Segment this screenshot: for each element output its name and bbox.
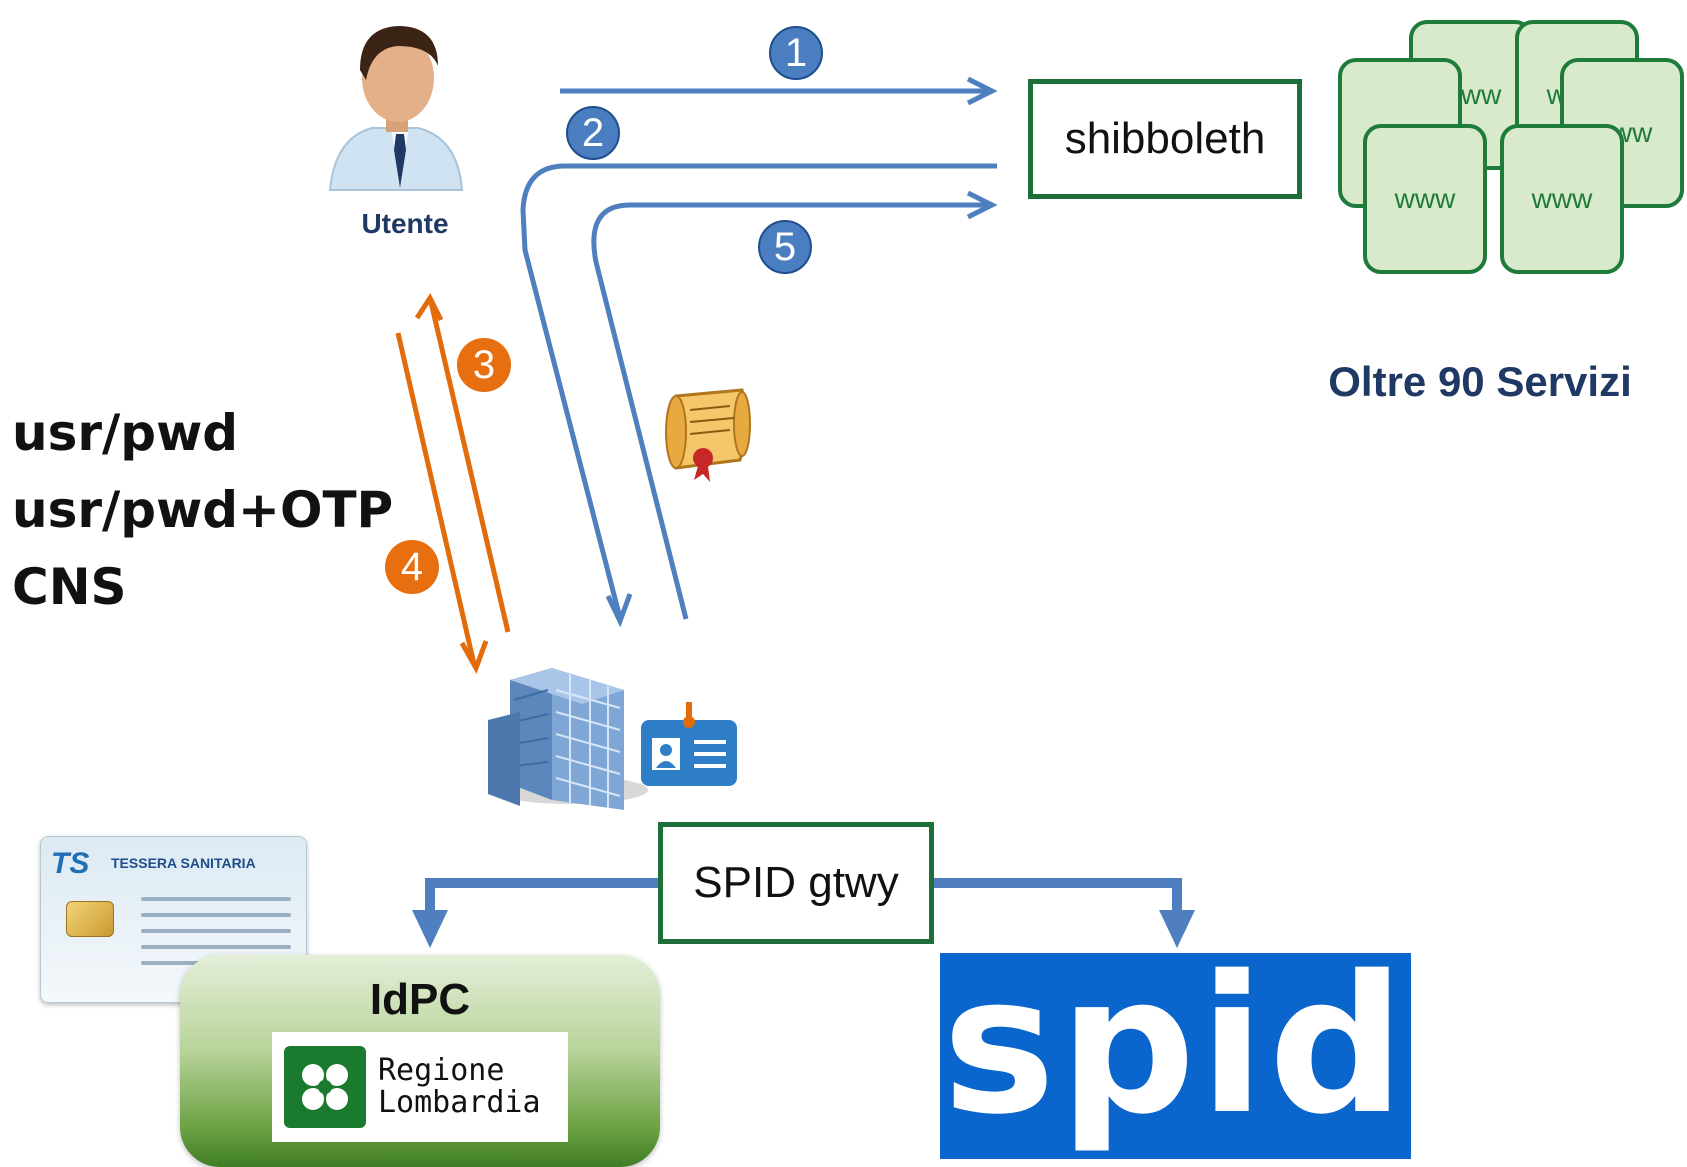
building-icon bbox=[488, 668, 648, 810]
shibboleth-box: shibboleth bbox=[1028, 79, 1302, 199]
health-card-chip bbox=[66, 901, 114, 937]
arrow-gateway-to-spid bbox=[933, 878, 1195, 948]
services-label: Oltre 90 Servizi bbox=[1328, 358, 1632, 405]
spid-gateway-label: SPID gtwy bbox=[693, 858, 899, 907]
spid-gateway-box: SPID gtwy bbox=[658, 822, 934, 944]
auth-method: usr/pwd+OTP bbox=[12, 481, 394, 539]
id-badge-icon bbox=[641, 702, 737, 786]
spid-logo-text: spid bbox=[942, 935, 1409, 1156]
arrow-gateway-to-idpc bbox=[412, 878, 660, 948]
health-card-logo: TS bbox=[51, 847, 90, 880]
step-3-badge: 3 bbox=[457, 338, 511, 392]
user-label: Utente bbox=[361, 208, 449, 239]
step-1-badge: 1 bbox=[769, 26, 823, 80]
certificate-scroll-icon bbox=[665, 388, 751, 482]
step-5-badge: 5 bbox=[758, 220, 812, 274]
auth-method: CNS bbox=[12, 558, 127, 616]
idpc-title: IdPC bbox=[369, 975, 471, 1024]
health-card-header: TESSERA SANITARIA bbox=[111, 855, 256, 871]
shibboleth-label: shibboleth bbox=[1064, 114, 1266, 163]
regione-lombardia-mark-icon bbox=[284, 1046, 366, 1128]
regione-lombardia-logo: Regione Lombardia bbox=[272, 1032, 568, 1142]
arrow-step-2 bbox=[520, 163, 997, 628]
arrow-step-3 bbox=[414, 292, 511, 633]
user-avatar-icon bbox=[328, 26, 464, 191]
step-2-badge: 2 bbox=[566, 106, 620, 160]
service-card: www bbox=[1500, 124, 1624, 274]
idpc-box: IdPC Regione Lombardia bbox=[180, 955, 660, 1167]
step-4-badge: 4 bbox=[385, 540, 439, 594]
regione-lombardia-line1: Regione bbox=[378, 1053, 505, 1088]
spid-logo: spid bbox=[940, 935, 1411, 1159]
arrow-step-1 bbox=[560, 76, 998, 106]
service-card: www bbox=[1363, 124, 1487, 274]
auth-method: usr/pwd bbox=[12, 404, 239, 462]
auth-methods-list: usr/pwd usr/pwd+OTP CNS bbox=[12, 395, 393, 626]
regione-lombardia-line2: Lombardia bbox=[378, 1085, 541, 1120]
arrow-step-4 bbox=[395, 332, 489, 674]
arrow-step-5 bbox=[591, 190, 998, 620]
